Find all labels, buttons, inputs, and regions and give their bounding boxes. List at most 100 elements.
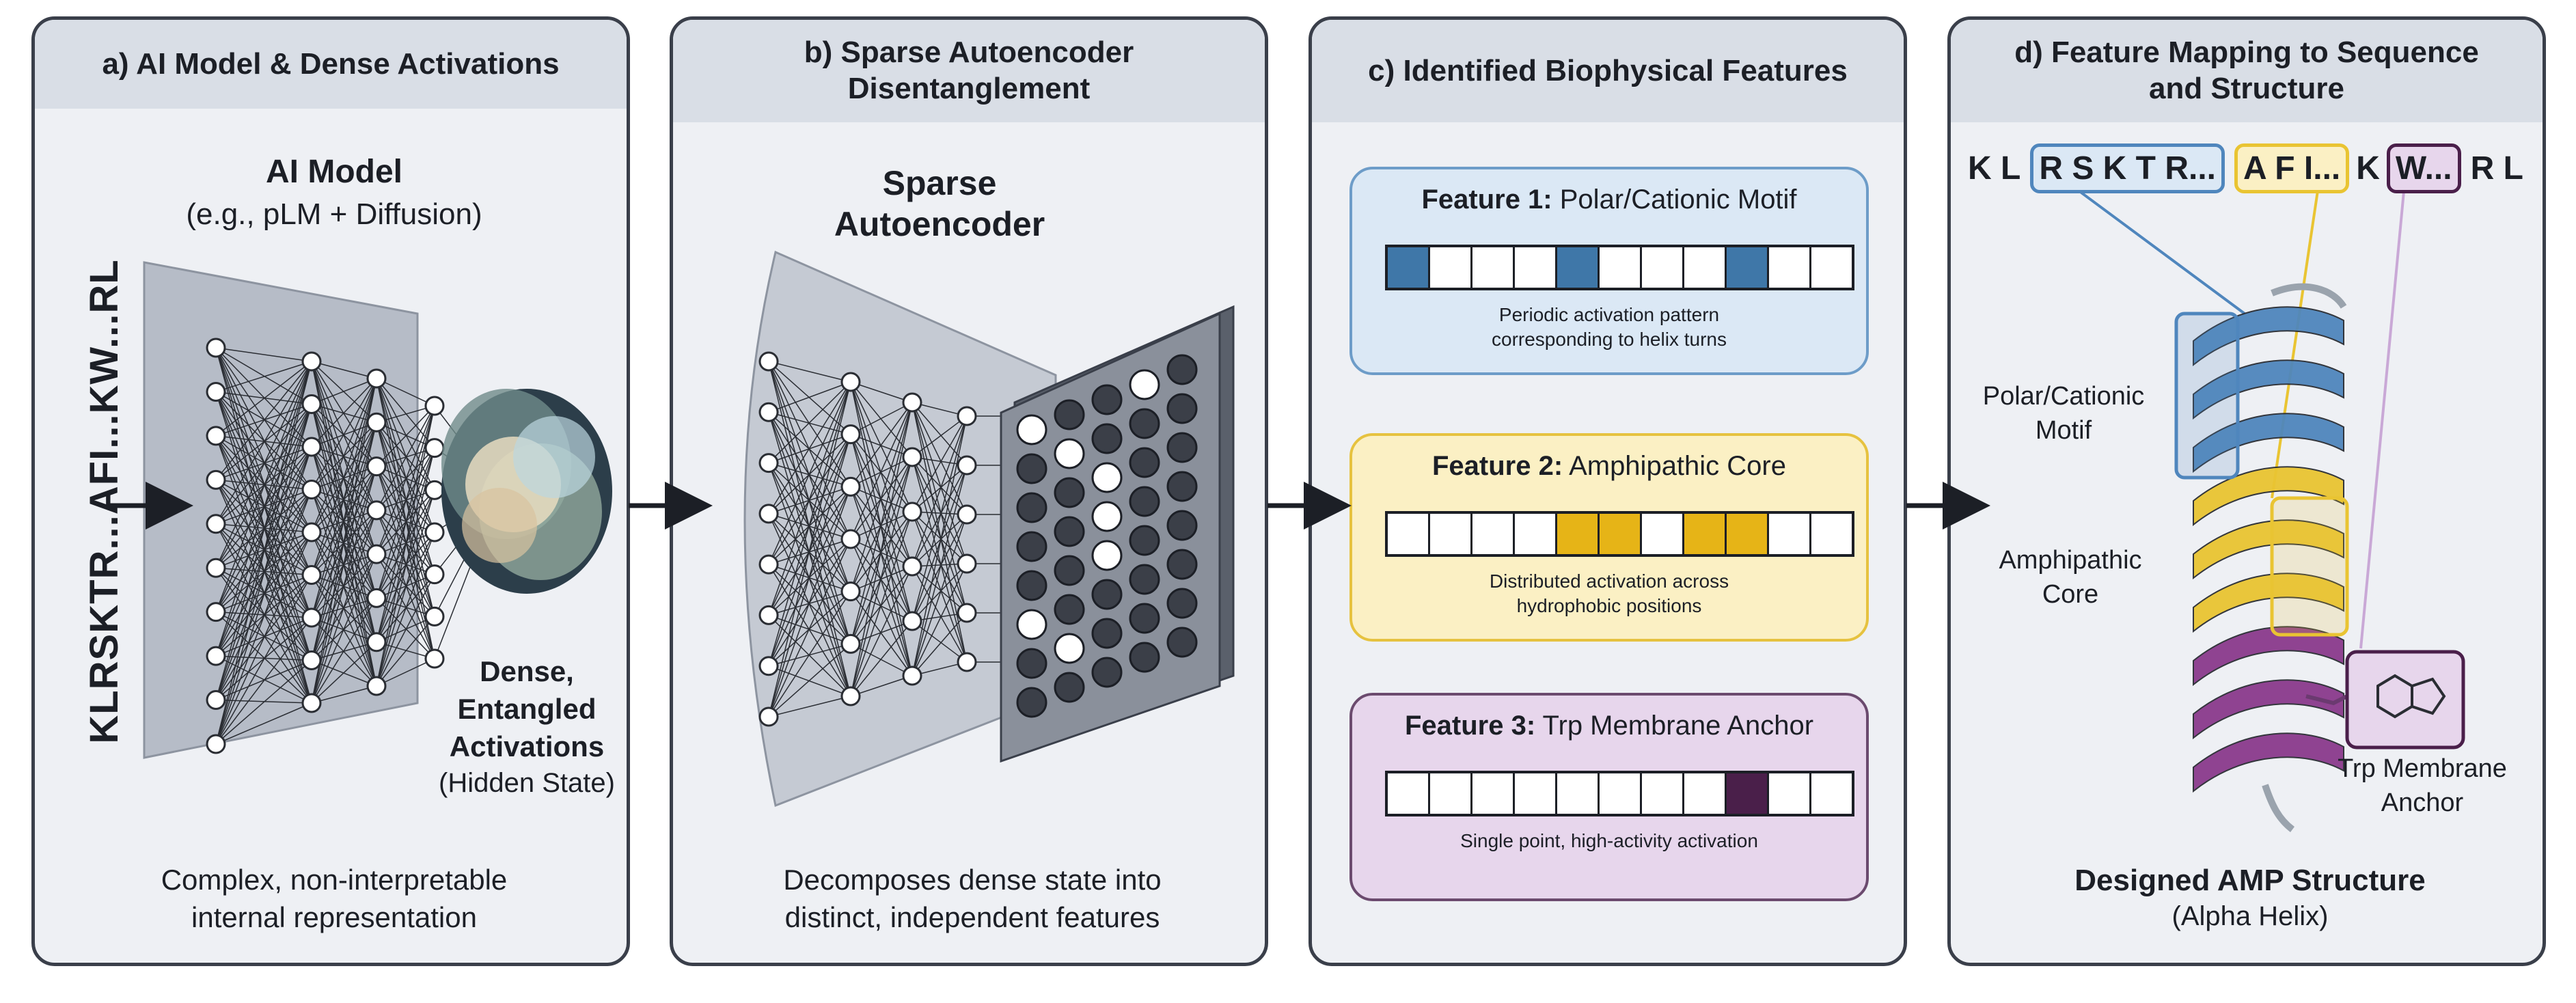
network-node — [366, 544, 387, 564]
trp-highlight-box — [2345, 650, 2465, 750]
inactive-feature-unit — [1091, 423, 1123, 454]
inactive-feature-unit — [1091, 618, 1123, 649]
autoencoder-funnel — [743, 250, 1057, 808]
network-node — [206, 338, 226, 358]
inactive-feature-unit — [1129, 525, 1160, 556]
panel-b-header: b) Sparse Autoencoder Disentanglement — [673, 20, 1265, 122]
inactive-feature-unit — [1054, 399, 1085, 430]
panel-c-header: c) Identified Biophysical Features — [1312, 20, 1904, 122]
active-cell — [1557, 514, 1600, 554]
sae-title-2: Autoencoder — [834, 205, 1045, 243]
active-feature-unit — [1091, 540, 1123, 571]
panel-a-title: a) AI Model & Dense Activations — [102, 46, 560, 81]
inactive-cell — [1811, 773, 1852, 814]
autoencoder-network — [758, 351, 1015, 727]
network-node — [424, 522, 445, 542]
inactive-feature-unit — [1166, 510, 1198, 541]
network-node — [957, 406, 977, 426]
dense-label-3: Activations — [449, 730, 605, 762]
network-node — [366, 412, 387, 432]
inactive-cell — [1600, 773, 1642, 814]
network-node — [840, 581, 861, 602]
inactive-cell — [1642, 514, 1684, 554]
inactive-cell — [1811, 247, 1852, 288]
panel-d-title-2: and Structure — [2148, 72, 2345, 105]
input-sequence: KLRSKTR...AFI...KW...RL — [82, 259, 126, 744]
inactive-feature-unit — [1016, 531, 1047, 562]
feature-card-amphipathic: Feature 2: Amphipathic Core Distributed … — [1349, 433, 1869, 642]
network-node — [902, 447, 922, 467]
network-node — [902, 611, 922, 631]
network-node — [957, 504, 977, 525]
amphipathic-highlight-box — [2270, 496, 2349, 637]
network-node — [206, 469, 226, 490]
panel-d-title-1: d) Feature Mapping to Sequence — [2014, 36, 2479, 70]
feature-card-polar: Feature 1: Polar/Cationic Motif Periodic… — [1349, 167, 1869, 375]
network-node — [840, 372, 861, 392]
panel-a-header: a) AI Model & Dense Activations — [35, 20, 627, 109]
inactive-feature-unit — [1091, 579, 1123, 610]
alpha-helix — [2193, 283, 2347, 832]
network-node — [301, 437, 322, 457]
feature-3-activation-strip — [1385, 771, 1854, 816]
inactive-cell — [1430, 247, 1472, 288]
inactive-cell — [1600, 247, 1642, 288]
inactive-feature-unit — [1166, 393, 1198, 424]
active-feature-unit — [1016, 609, 1047, 640]
inactive-feature-unit — [1129, 642, 1160, 673]
inactive-cell — [1515, 514, 1557, 554]
inactive-feature-unit — [1016, 648, 1047, 679]
helix-turn — [2193, 626, 2344, 687]
helix-turn — [2193, 519, 2344, 580]
active-feature-unit — [1129, 369, 1160, 400]
label-polar-1: Polar/Cationic — [1982, 382, 2145, 411]
seq-box-amphipathic: A F I... — [2234, 143, 2350, 193]
feature-3-name: Trp Membrane Anchor — [1542, 711, 1814, 741]
feature-2-desc-2: hydrophobic positions — [1516, 595, 1702, 617]
network-node — [301, 693, 322, 713]
label-amphipathic-2: Core — [2042, 580, 2099, 609]
inactive-feature-unit — [1129, 408, 1160, 439]
network-node — [366, 632, 387, 652]
inactive-feature-unit — [1054, 555, 1085, 586]
inactive-feature-unit — [1166, 471, 1198, 502]
dense-label-2: Entangled — [457, 693, 597, 725]
polar-connector — [2059, 176, 2246, 315]
network-node — [366, 456, 387, 477]
inactive-cell — [1684, 773, 1727, 814]
sparse-autoencoder-diagram — [743, 250, 1235, 808]
inactive-cell — [1515, 247, 1557, 288]
inactive-cell — [1472, 773, 1515, 814]
seq-k: K — [2356, 150, 2380, 187]
seq-box-polar: R S K T R... — [2030, 143, 2225, 193]
network-node — [301, 607, 322, 628]
inactive-cell — [1515, 773, 1557, 814]
inactive-cell — [1684, 247, 1727, 288]
inactive-cell — [1472, 247, 1515, 288]
active-feature-unit — [1054, 633, 1085, 664]
inactive-feature-unit — [1016, 453, 1047, 484]
inactive-cell — [1557, 773, 1600, 814]
network-node — [206, 734, 226, 754]
active-cell — [1727, 247, 1769, 288]
inactive-feature-unit — [1054, 594, 1085, 625]
network-node — [424, 648, 445, 669]
inactive-feature-unit — [1129, 603, 1160, 634]
inactive-cell — [1642, 247, 1684, 288]
inactive-feature-unit — [1166, 432, 1198, 463]
inactive-cell — [1769, 247, 1811, 288]
feature-1-label: Feature 1: — [1421, 184, 1552, 215]
network-node — [840, 686, 861, 706]
inactive-feature-unit — [1166, 549, 1198, 580]
dense-label-4: (Hidden State) — [439, 768, 615, 798]
network-node — [366, 500, 387, 521]
sae-title-1: Sparse — [882, 164, 997, 202]
network-node — [902, 392, 922, 413]
feature-1-desc-2: corresponding to helix turns — [1492, 329, 1727, 351]
inactive-cell — [1430, 514, 1472, 554]
structure-title: Designed AMP Structure — [2074, 864, 2426, 897]
panel-a: a) AI Model & Dense Activations AI Model… — [31, 16, 630, 966]
network-node — [301, 394, 322, 414]
feature-2-name: Amphipathic Core — [1569, 451, 1786, 481]
network-node — [206, 426, 226, 446]
